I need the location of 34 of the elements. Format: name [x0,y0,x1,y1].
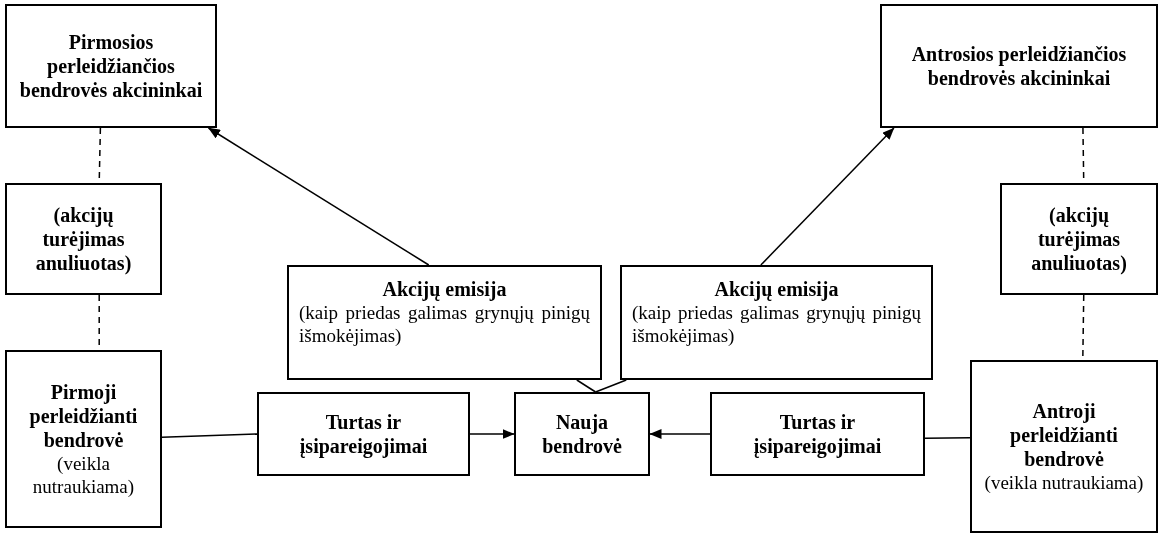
connector-line [161,433,258,438]
box-note: (veikla nutraukiama) [31,452,136,498]
text-box [880,4,1158,128]
connector-line [594,379,627,393]
box-heading: (akcijų turėjimas anuliuotas) [34,203,133,275]
box-heading: Turtas ir įsipareigojimai [298,410,429,458]
text-box [970,360,1158,533]
box-heading: Akcijų emisija [713,277,840,301]
text-box [287,265,602,380]
text-box [5,183,162,295]
arrow [649,429,711,439]
box-heading: (akcijų turėjimas anuliuotas) [1030,203,1128,275]
arrow [469,429,515,439]
box-heading: Akcijų emisija [381,277,508,301]
arrow [760,127,895,266]
text-box [5,350,162,528]
text-box [257,392,470,476]
text-box [710,392,925,476]
arrow [207,127,430,266]
box-note: (veikla nutraukiama) [983,471,1145,494]
box-heading: Turtas ir įsipareigojimai [752,410,883,458]
box-note: (kaip priedas galimas grynųjų pinigų išmokėjimas) [299,301,590,347]
text-box [620,265,933,380]
text-box [1000,183,1158,295]
box-heading: Pirmoji perleidžianti bendrovė [28,380,139,452]
box-heading: Pirmosios perleidžiančios bendrovės akcininkai [18,30,204,102]
text-box [5,4,217,128]
text-box [514,392,650,476]
connector-line [576,379,597,393]
box-heading: Antroji perleidžianti bendrovė [1009,399,1119,471]
box-heading: Antrosios perleidžiančios bendrovės akcininkai [910,42,1128,90]
box-note: (kaip priedas galimas grynųjų pinigų išmokėjimas) [632,301,921,347]
connector-line [924,437,971,439]
box-heading: Nauja bendrovė [541,410,623,458]
